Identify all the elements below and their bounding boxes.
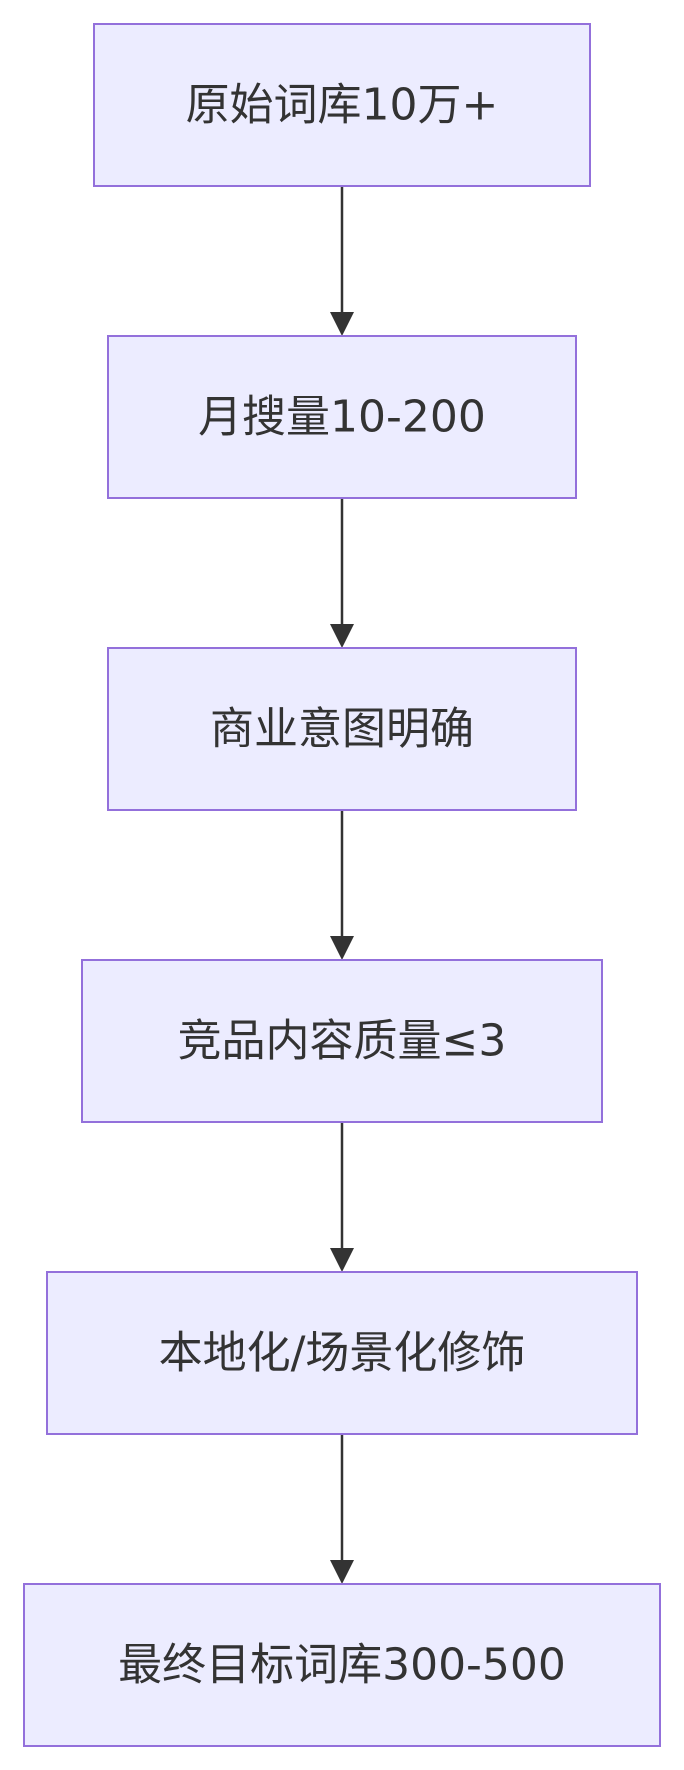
node-label: 商业意图明确	[210, 704, 474, 755]
arrowhead-icon	[330, 936, 354, 960]
node-label: 最终目标词库300-500	[118, 1640, 566, 1691]
flow-node-commercial-intent: 商业意图明确	[107, 647, 577, 811]
flow-node-monthly-search: 月搜量10-200	[107, 335, 577, 499]
flow-node-final-keywords: 最终目标词库300-500	[23, 1583, 661, 1747]
node-label: 原始词库10万+	[186, 80, 499, 131]
node-label: 月搜量10-200	[198, 392, 486, 443]
edge-n2-n3	[330, 498, 354, 648]
node-label: 竞品内容质量≤3	[178, 1016, 507, 1067]
edge-n1-n2	[330, 186, 354, 336]
nodes: 原始词库10万+ 月搜量10-200 商业意图明确 竞品内容质量≤3 本地化/场…	[23, 23, 661, 1747]
flow-node-competitor-quality: 竞品内容质量≤3	[81, 959, 603, 1123]
edge-n4-n5	[330, 1122, 354, 1272]
arrowhead-icon	[330, 624, 354, 648]
flow-node-localization: 本地化/场景化修饰	[46, 1271, 638, 1435]
edges	[330, 186, 354, 1584]
arrowhead-icon	[330, 1248, 354, 1272]
node-label: 本地化/场景化修饰	[159, 1328, 526, 1379]
arrowhead-icon	[330, 1560, 354, 1584]
arrowhead-icon	[330, 312, 354, 336]
edge-n3-n4	[330, 810, 354, 960]
edge-n5-n6	[330, 1434, 354, 1584]
flow-node-raw-keywords: 原始词库10万+	[93, 23, 591, 187]
